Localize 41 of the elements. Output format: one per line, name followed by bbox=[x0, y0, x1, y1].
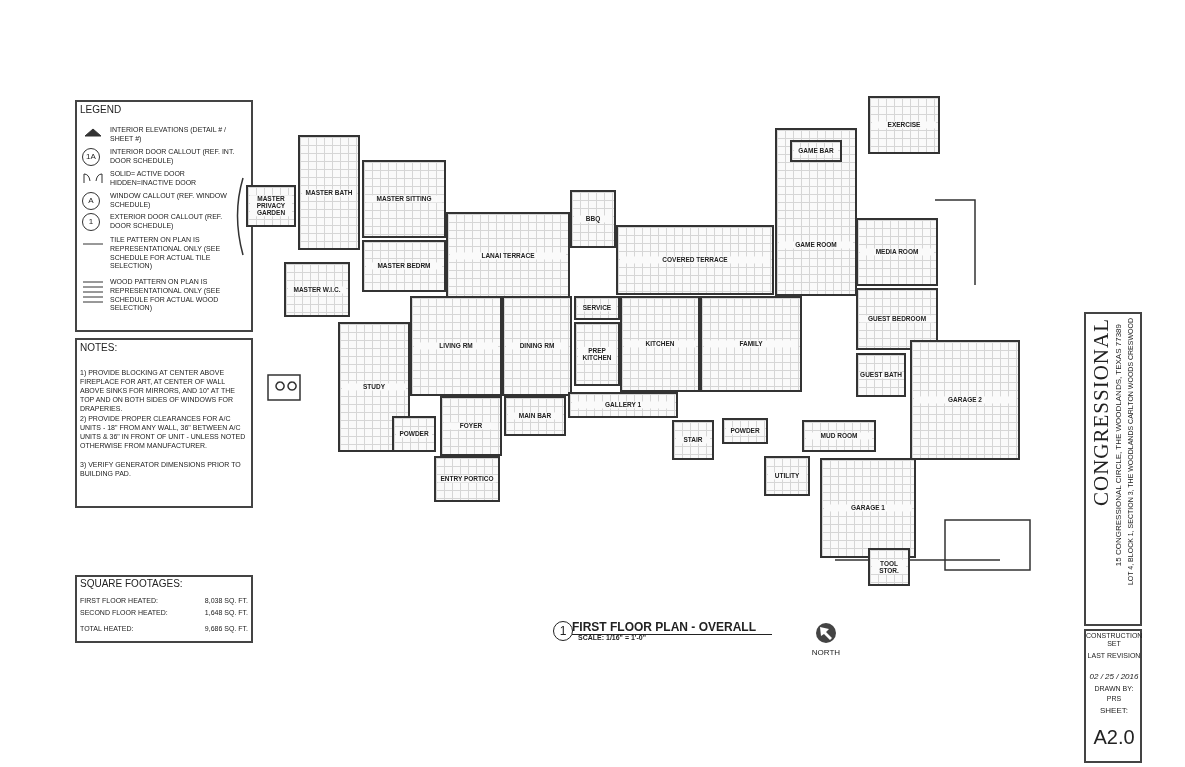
revision-date: 02 / 25 / 2016 bbox=[1088, 672, 1140, 681]
room-outline bbox=[910, 340, 1020, 460]
title-block-text: SHEET: bbox=[1099, 706, 1129, 715]
room-outline bbox=[868, 96, 940, 154]
room-outline bbox=[570, 190, 616, 248]
room-outline bbox=[700, 296, 802, 392]
room-outline bbox=[440, 396, 502, 456]
room-outline bbox=[298, 135, 360, 250]
room-outline bbox=[616, 225, 774, 295]
room-outline bbox=[410, 296, 502, 396]
room-outline bbox=[802, 420, 876, 452]
room-outline bbox=[856, 353, 906, 397]
room-outline bbox=[856, 288, 938, 350]
room-outline bbox=[574, 322, 620, 386]
project-name: CONGRESSIONAL bbox=[1089, 318, 1114, 506]
room-outline bbox=[568, 392, 678, 418]
room-outline bbox=[790, 140, 842, 162]
room-outline bbox=[502, 296, 572, 396]
section-heading: LEGEND bbox=[80, 104, 123, 115]
room-outline bbox=[856, 218, 938, 286]
plan-title: FIRST FLOOR PLAN - OVERALL bbox=[572, 620, 772, 635]
room-outline bbox=[246, 185, 296, 227]
room-outline bbox=[820, 458, 916, 558]
room-outline bbox=[392, 416, 436, 452]
address-text: 15 CONGRESSIONAL CIRCLE, THE WOODLANDS, TEXAS 77389 bbox=[1114, 324, 1123, 567]
room-outline bbox=[434, 456, 500, 502]
room-outline bbox=[574, 296, 620, 320]
north-label: NORTH bbox=[810, 648, 842, 657]
section-heading: NOTES: bbox=[80, 342, 119, 353]
room-outline bbox=[722, 418, 768, 444]
room-outline bbox=[764, 456, 810, 496]
room-outline bbox=[362, 240, 446, 292]
room-outline bbox=[362, 160, 446, 238]
room-outline bbox=[504, 396, 566, 436]
section-heading: SQUARE FOOTAGES: bbox=[80, 578, 184, 589]
room-outline bbox=[775, 128, 857, 296]
sheet-number: A2.0 bbox=[1092, 726, 1136, 749]
room-outline bbox=[284, 262, 350, 317]
room-outline bbox=[620, 296, 700, 392]
room-outline bbox=[868, 548, 910, 586]
room-outline bbox=[672, 420, 714, 460]
